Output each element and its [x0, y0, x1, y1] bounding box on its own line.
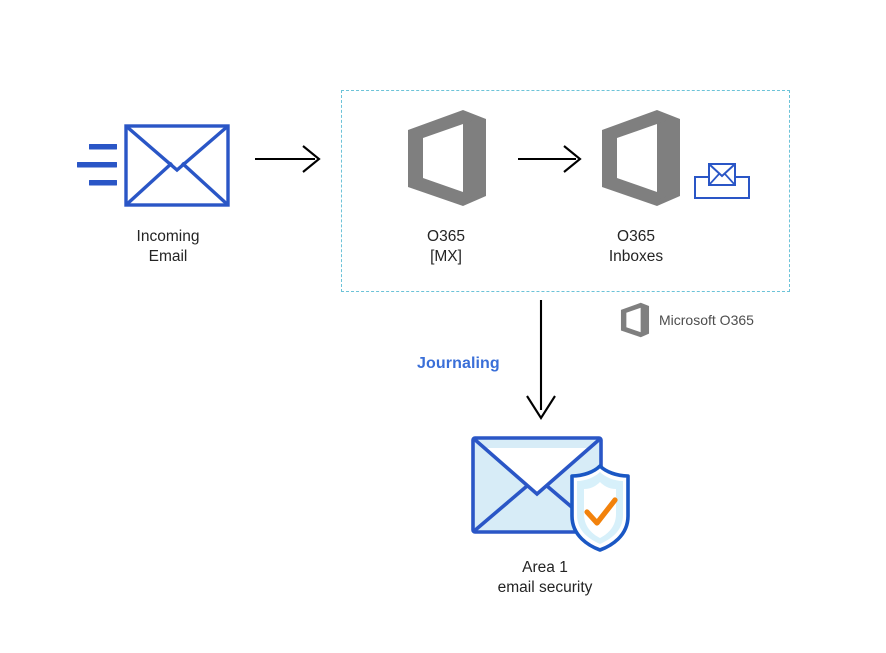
node-area-1: [467, 432, 637, 552]
node-o365-mx: [406, 108, 488, 208]
node-incoming-email-label: Incoming Email: [136, 228, 200, 265]
edge-incoming-to-mx: [255, 143, 323, 173]
microsoft-o365-icon: [602, 110, 680, 206]
legend-label: Microsoft O365: [659, 312, 754, 328]
node-inbox-envelope: [693, 161, 751, 201]
node-o365-mx-label: O365 [MX]: [427, 228, 465, 265]
node-incoming-email: [75, 118, 235, 213]
edge-journaling-label: Journaling: [417, 355, 500, 372]
microsoft-o365-icon: [620, 302, 650, 338]
microsoft-o365-icon: [408, 110, 486, 206]
envelope-icon: [77, 124, 230, 207]
edge-inboxes-to-area1: [520, 300, 564, 422]
edge-mx-to-inboxes: [518, 143, 586, 173]
inbox-envelope-icon: [694, 163, 750, 199]
legend-microsoft-o365: Microsoft O365: [620, 302, 754, 338]
arrow-right-icon: [518, 145, 582, 173]
arrow-right-icon: [255, 145, 321, 173]
node-o365-inboxes: [600, 108, 682, 208]
shielded-envelope-icon: [471, 436, 630, 552]
arrow-down-icon: [526, 300, 556, 420]
node-area-1-label: Area 1 email security: [497, 559, 593, 596]
node-o365-inboxes-label: O365 Inboxes: [608, 228, 664, 265]
o365-boundary-group: [341, 90, 790, 292]
